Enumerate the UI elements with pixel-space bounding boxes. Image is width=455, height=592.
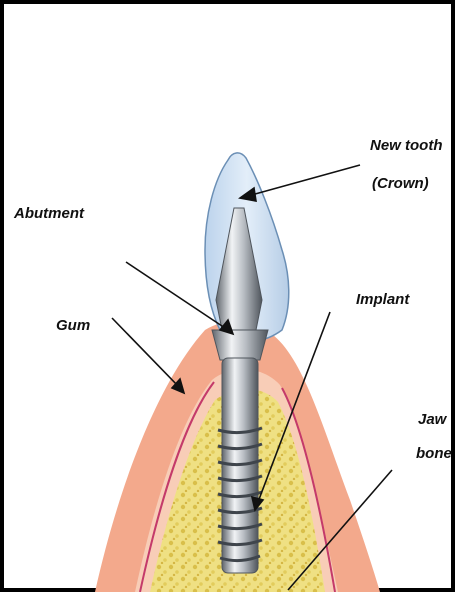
crown-label-line2: (Crown): [372, 175, 429, 192]
abutment-collar: [212, 330, 268, 360]
jaw-label-line1: Jaw: [418, 411, 448, 428]
implant-label: Implant: [356, 291, 410, 308]
gum-label: Gum: [56, 317, 90, 334]
abutment-label: Abutment: [13, 205, 85, 222]
jaw-label-line2: bone: [416, 445, 452, 462]
crown-label-line1: New tooth: [370, 137, 443, 154]
